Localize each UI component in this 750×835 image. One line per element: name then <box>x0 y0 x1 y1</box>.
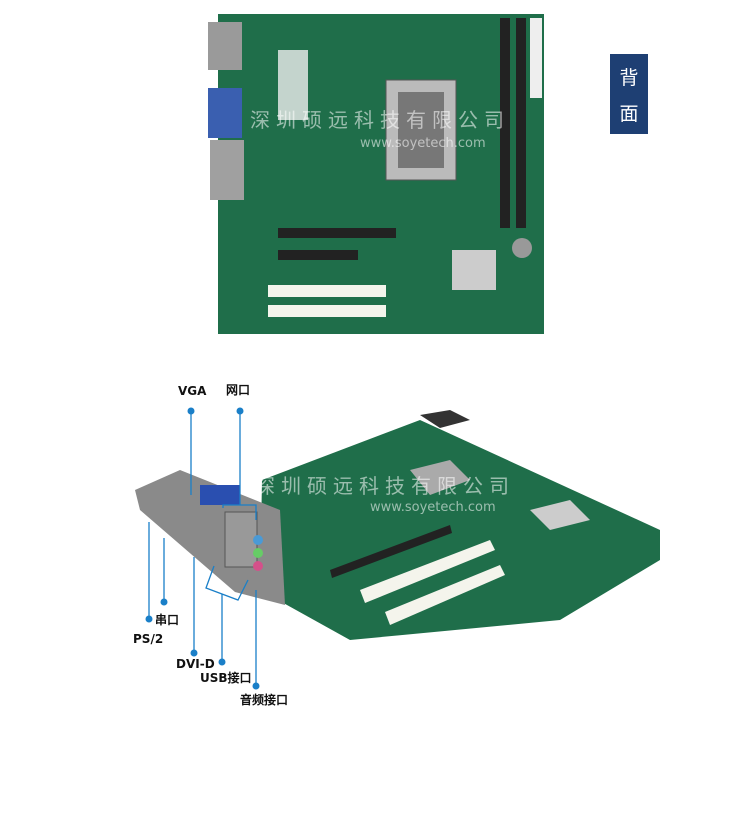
serial-label: 串口 <box>155 613 180 627</box>
back-side-tag: 背 面 <box>610 54 648 134</box>
watermark-company: 深圳硕远科技有限公司 <box>255 474 515 498</box>
usb-bracket <box>205 565 249 601</box>
motherboard-angled-view <box>135 410 660 640</box>
usb-label: USB接口 <box>200 671 252 685</box>
motherboard-top-view <box>208 14 544 334</box>
dvi-label: DVI-D <box>176 657 215 671</box>
watermark-url: www.soyetech.com <box>360 136 486 151</box>
lan-label: 网口 <box>226 383 251 397</box>
audio-label: 音频接口 <box>240 693 289 707</box>
tag-char: 面 <box>619 102 639 125</box>
lan-leader <box>222 411 257 520</box>
ps2-label: PS/2 <box>133 632 164 646</box>
tag-char: 背 <box>619 66 639 89</box>
vga-label: VGA <box>178 384 207 398</box>
watermark-url: www.soyetech.com <box>370 500 496 515</box>
watermark-company: 深圳硕远科技有限公司 <box>250 108 510 132</box>
